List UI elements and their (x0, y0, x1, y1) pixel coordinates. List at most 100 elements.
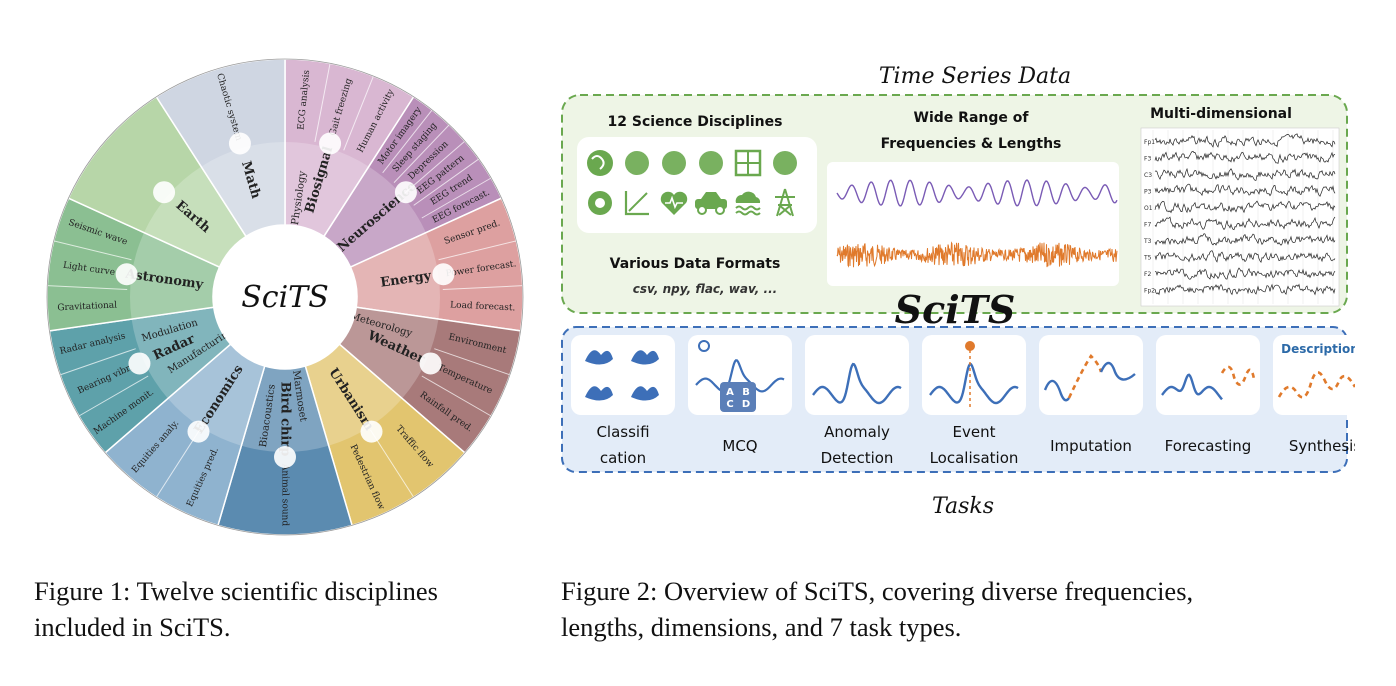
eeg-channel: F7 (1144, 216, 1336, 231)
eeg-trace (1154, 133, 1336, 148)
eeg-trace (1154, 233, 1336, 246)
wheel-inner-ring (339, 307, 439, 399)
chart-icon (187, 420, 210, 443)
heart-pulse-icon (660, 191, 688, 215)
imputation-signal-right (1099, 361, 1136, 381)
low-frequency-signal (836, 179, 1118, 207)
wheel-segment-earth: Earth (67, 95, 248, 269)
task-divider (442, 285, 523, 290)
power-tower-icon (432, 263, 455, 286)
telescope-icon (115, 263, 138, 286)
brain-icon (394, 181, 417, 204)
task-label-line2: Localisation (930, 449, 1019, 467)
car-icon (360, 420, 383, 443)
figure1-caption-line2: included in SciTS. (34, 612, 231, 642)
owl-icon (631, 350, 659, 365)
wheel-inner-ring (144, 166, 247, 268)
synthesized-signal (1277, 371, 1355, 399)
gear-icon (588, 191, 612, 215)
eeg-channel: F2 (1144, 267, 1336, 280)
eeg-channel: Fp1 (1144, 133, 1336, 148)
eeg-trace (1154, 267, 1336, 280)
heart-pulse-icon (319, 132, 342, 155)
eeg-trace (1154, 167, 1336, 181)
multidimensional-title: Multi-dimensional (1150, 106, 1292, 122)
wheel-inner-ring (167, 344, 265, 446)
task-card-bg (688, 335, 792, 415)
eeg-channel-label: O1 (1144, 205, 1153, 212)
task-divider (59, 348, 136, 376)
globe-icon (153, 181, 176, 204)
eeg-channel-label: F2 (1144, 271, 1151, 278)
power-tower-icon (775, 188, 795, 217)
eeg-channel: T3 (1143, 233, 1336, 246)
calculator-icon (228, 132, 251, 155)
discipline-name: Bird chirp (278, 382, 293, 457)
discipline-icons-box (577, 137, 817, 233)
task-label-line1: MCQ (722, 437, 757, 455)
wheel-outline (46, 58, 524, 536)
radar-dish-icon (128, 352, 151, 375)
eagle-icon (585, 350, 613, 365)
task-label-line1: Forecasting (1165, 437, 1252, 455)
task-divider (155, 429, 200, 498)
figure2-caption-line2: lengths, dimensions, and 7 task types. (561, 612, 962, 642)
eeg-trace (1154, 216, 1336, 231)
eeg-channel: T5 (1143, 250, 1336, 264)
eeg-channel-label: P3 (1144, 189, 1152, 196)
turkey-icon (631, 386, 659, 401)
discipline-task-label: Load forecast. (450, 300, 516, 313)
task-card-bg (1039, 335, 1143, 415)
frequencies-title-line1: Wide Range of (914, 110, 1030, 126)
event-marker-icon (965, 341, 975, 351)
cloud-wave-icon (735, 191, 761, 216)
forecast-prediction (1220, 365, 1256, 386)
eeg-channel: F3 (1144, 150, 1336, 164)
wheel-inner-ring (130, 232, 220, 320)
formats-list: csv, npy, flac, wav, ... (633, 282, 777, 296)
mcq-choice: A (726, 387, 734, 398)
wheel-center-hole (213, 225, 357, 369)
time-series-data-title: Time Series Data (879, 64, 1071, 89)
question-icon (698, 340, 710, 352)
task-label-line2: Detection (821, 449, 894, 467)
eeg-channel: C3 (1144, 167, 1336, 181)
figure1-caption: Figure 1: Twelve scientific disciplines … (34, 573, 544, 645)
task-label-line1: Event (953, 423, 996, 441)
scits-logo: SciTS (895, 287, 1016, 332)
task-label-line1: Anomaly (824, 423, 890, 441)
radar-dish-icon (699, 151, 723, 175)
wheel-inner-ring (201, 142, 285, 237)
tasks-title: Tasks (932, 494, 994, 519)
task-divider (53, 240, 132, 261)
calculator-icon (734, 149, 762, 177)
task-label-line1: Synthesis (1289, 437, 1355, 455)
mcq-signal (695, 359, 785, 393)
task-label-line2: cation (600, 449, 646, 467)
task-label-line1: Classifi (596, 423, 649, 441)
abcd-icon (720, 382, 756, 412)
task-divider (421, 375, 492, 417)
eeg-trace (1154, 200, 1336, 214)
task-divider (434, 348, 511, 376)
task-divider (393, 124, 450, 183)
wheel-inner-ring (350, 232, 440, 320)
eeg-channel-label: C3 (1144, 172, 1152, 179)
mcq-choice: D (742, 399, 750, 410)
mcq-choice: B (742, 387, 750, 398)
task-divider (370, 429, 415, 498)
task-card-bg (571, 335, 675, 415)
eeg-trace (1154, 150, 1336, 164)
wheel-segment-weather: WeatherMeteorologyEnvironmentTemperature… (338, 306, 522, 454)
chart-icon (624, 191, 649, 216)
discipline-icons (587, 149, 797, 217)
task-divider (404, 140, 466, 194)
eeg-channel: O1 (1144, 200, 1336, 214)
imputation-signal-left (1043, 379, 1070, 402)
task-card-classification: Classifi cation (571, 335, 675, 467)
